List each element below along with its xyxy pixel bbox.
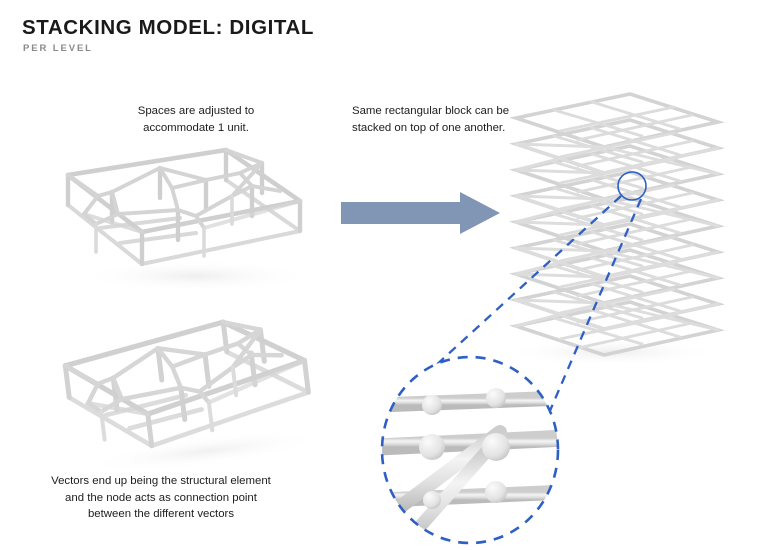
block-single-level-top [65, 147, 314, 292]
caption-spaces-adjusted: Spaces are adjusted to accommodate 1 uni… [137, 105, 255, 134]
block-shadow-bottom [85, 430, 328, 473]
caption-vectors-nodes: Vectors end up being the structural elem… [51, 475, 271, 520]
callout-line-lower [544, 198, 643, 421]
detail-circle-outline [380, 355, 560, 545]
node-joint [419, 434, 445, 460]
transform-arrow [341, 192, 500, 234]
node-joint [422, 395, 442, 415]
node-joint [485, 481, 507, 503]
node-joint [486, 388, 506, 408]
block-single-level-bottom [62, 319, 328, 473]
page-title: STACKING MODEL: DIGITAL [22, 16, 315, 39]
page-subtitle: PER LEVEL [23, 43, 93, 54]
caption-same-block-stacked: Same rectangular block can be stacked on… [352, 105, 510, 134]
callout-line-upper [397, 195, 622, 401]
callout-lines [397, 195, 643, 421]
block-shadow-top [78, 260, 314, 292]
node-highlight-circle [617, 171, 647, 201]
stacked-tower [500, 91, 725, 366]
node-detail-magnifier [380, 355, 560, 545]
node-joint [482, 433, 510, 461]
node-joint [423, 491, 441, 509]
